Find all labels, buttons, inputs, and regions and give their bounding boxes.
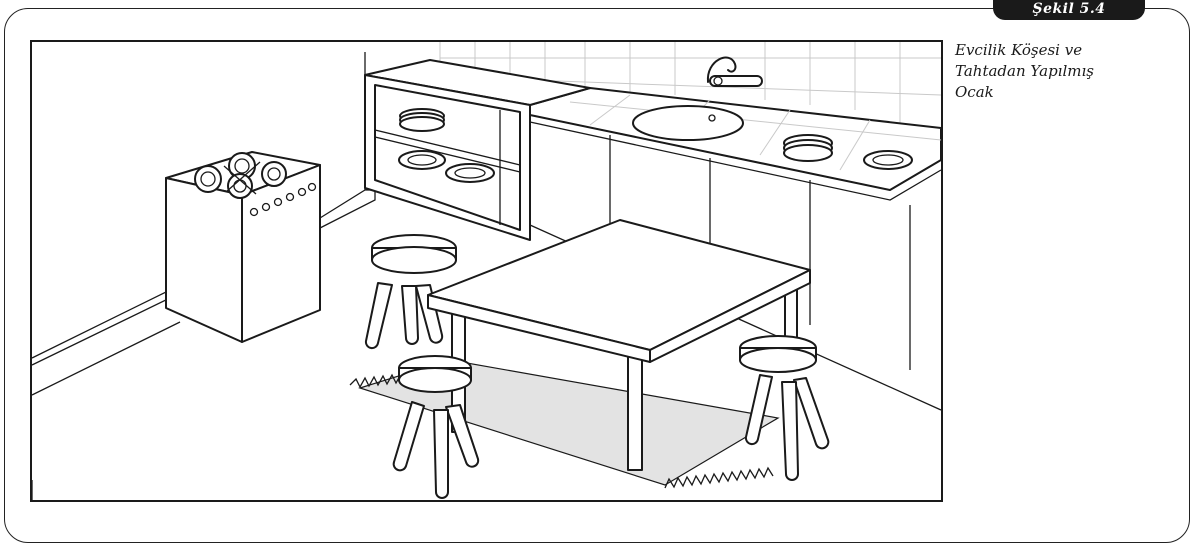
stool	[739, 335, 830, 481]
caption-line-2: Tahtadan Yapılmış	[955, 62, 1094, 80]
kitchen-corner-illustration	[30, 40, 943, 502]
stool	[364, 234, 457, 350]
stool	[392, 355, 480, 499]
figure-caption: Evcilik Köşesi ve Tahtadan Yapılmış Ocak	[955, 40, 1180, 103]
figure-number-badge: Şekil 5.4	[993, 0, 1145, 20]
plates	[783, 134, 913, 170]
cabinet-with-plates	[364, 59, 591, 241]
figure-frame	[4, 8, 1190, 543]
caption-line-3: Ocak	[955, 83, 994, 101]
stove	[165, 151, 321, 343]
caption-line-1: Evcilik Köşesi ve	[955, 41, 1083, 59]
